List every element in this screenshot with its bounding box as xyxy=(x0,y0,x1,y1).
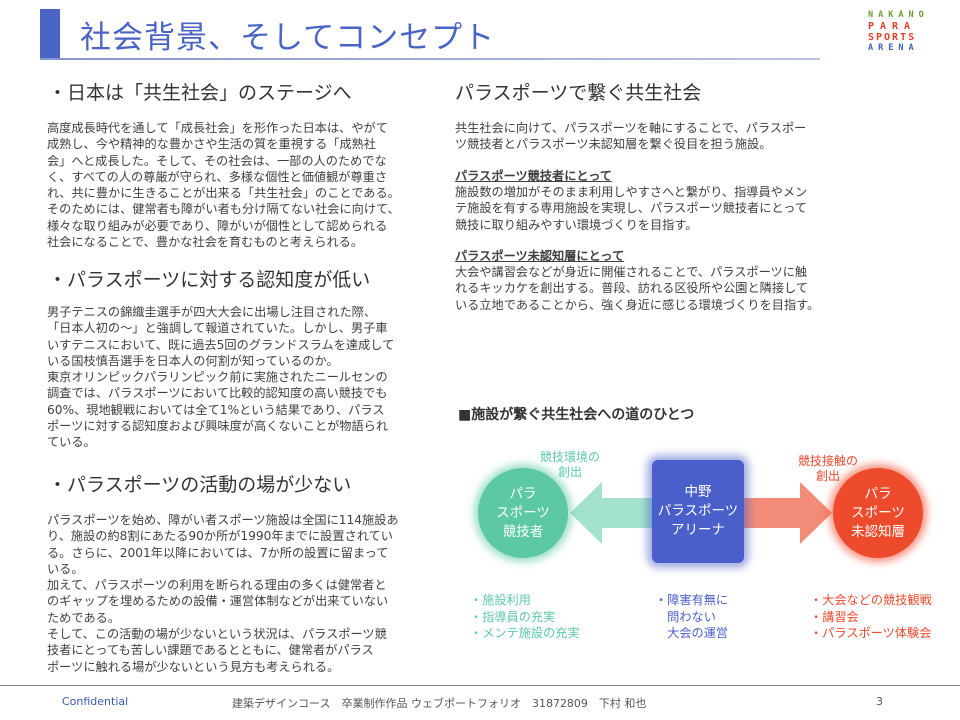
text-line: パラ xyxy=(864,485,892,502)
nakano-para-sports-arena-node: 中野パラスポーツアリーナ xyxy=(652,460,744,563)
text-line: スポーツ xyxy=(496,504,550,521)
text-line: 競技者 xyxy=(502,523,544,540)
text-line: 創出 xyxy=(815,469,840,483)
arena-benefits-list: ・障害有無に 問わない 大会の運営 xyxy=(655,592,728,642)
text-line: ・障害有無に xyxy=(655,593,729,607)
text-line: 社会になることで、豊かな社会を育むものと考えられる。 xyxy=(47,235,364,250)
text-line: ポーツに触れる場が少ないという見方も考えられる。 xyxy=(47,659,340,674)
text-line: ツ競技者とパラスポーツ未認知層を繋ぐ役目を担う施設。 xyxy=(455,137,772,152)
section-body-facilities: パラスポーツを始め、障がい者スポーツ施設は全国に114施設あり、施設の約8割にあ… xyxy=(47,512,399,675)
text-line: パラスポーツを始め、障がい者スポーツ施設は全国に114施設あ xyxy=(47,513,399,527)
right-arrow xyxy=(740,482,832,544)
text-line: 「日本人初の～」と強調して報道されていた。しかし、男子車 xyxy=(47,321,388,336)
section-body-kyosei: 高度成長時代を通して「成長社会」を形作った日本は、やがて成熟し、今や精神的な豊か… xyxy=(47,120,400,250)
text-line: ためである。 xyxy=(47,610,121,625)
text-line: 大会や講習会などが身近に開催されることで、パラスポーツに触 xyxy=(455,265,808,279)
unaware-people-node: パラスポーツ未認知層 xyxy=(833,468,923,558)
text-line: スポーツ xyxy=(851,504,905,521)
text-line: そのためには、健常者も障がい者も分け隔てない社会に向けて、 xyxy=(47,202,400,217)
footer-confidential: Confidential xyxy=(62,695,129,708)
text-line: 技者にとっても苦しい課題であるとともに、健常者がパラス xyxy=(47,643,374,658)
left-arrow-label: 競技環境の創出 xyxy=(530,450,610,480)
concept-sub-athletes-title: パラスポーツ競技者にとって xyxy=(455,169,612,183)
text-line: 60%、現地観戦においては全て1%という結果であり、パラス xyxy=(47,402,385,417)
text-line: れ、共に豊かに生きることが出来る「共生社会」のことである。 xyxy=(47,186,400,201)
text-line: ・指導員の充実 xyxy=(470,609,556,624)
athletes-benefits-list: ・施設利用・指導員の充実・メンテ施設の充実 xyxy=(470,592,580,642)
concept-intro: 共生社会に向けて、パラスポーツを軸にすることで、パラスポーツ競技者とパラスポーツ… xyxy=(455,120,806,153)
text-line: 未認知層 xyxy=(851,523,905,540)
text-line: 男子テニスの錦織圭選手が四大大会に出場し注目された際、 xyxy=(47,305,377,319)
text-line: ・講習会 xyxy=(810,609,859,624)
text-line: のギャップを埋めるための設備・運営体制などが出来ていない xyxy=(47,594,389,609)
text-line: 問わない xyxy=(655,609,716,624)
concept-heading: パラスポーツで繋ぐ共生社会 xyxy=(455,82,702,104)
diagram-title: ■施設が繋ぐ共生社会への道のひとつ xyxy=(458,407,695,423)
section-heading-kyosei: ・日本は「共生社会」のステージへ xyxy=(48,82,352,104)
text-line: 様々な取り組みが必要であり、障がいが個性として認められる xyxy=(47,218,388,233)
section-heading-facilities: ・パラスポーツの活動の場が少ない xyxy=(48,474,352,496)
right-arrow-label: 競技接触の創出 xyxy=(790,454,866,484)
text-line: り、施設の約8割にあたる90か所が1990年までに設置されてい xyxy=(47,529,393,544)
text-line: ポーツに対する認知度および興味度が高くないことが物語られ xyxy=(47,419,389,434)
text-line: ている。 xyxy=(47,435,96,450)
text-line: いる。 xyxy=(47,561,84,576)
text-line: 成熟し、今や精神的な豊かさや生活の質を重視する「成熟社 xyxy=(47,137,377,152)
text-line: ・メンテ施設の充実 xyxy=(470,626,580,640)
text-line: 競技環境の xyxy=(539,450,600,464)
diagram-arrows xyxy=(570,482,832,544)
text-line: テ施設を有する専用施設を実現し、パラスポーツ競技者にとって xyxy=(455,201,807,216)
page-number: 3 xyxy=(876,695,883,708)
text-line: ・大会などの競技観戦 xyxy=(810,593,932,607)
text-line: 共生社会に向けて、パラスポーツを軸にすることで、パラスポー xyxy=(455,121,807,135)
text-line: いすテニスにおいて、既に過去5回のグランドスラムを達成して xyxy=(47,337,395,352)
footer-divider xyxy=(0,685,960,686)
text-line: 加えて、パラスポーツの利用を断られる理由の多くは健常者と xyxy=(47,578,387,593)
concept-sub-unaware-title: パラスポーツ未認知層にとって xyxy=(455,249,625,263)
text-line: れるキッカケを創出する。普段、訪れる区役所や公園と隣接して xyxy=(455,281,809,296)
text-line: く、すべての人の尊厳が守られ、多様な個性と価値観が尊重さ xyxy=(47,169,388,184)
text-line: 創出 xyxy=(557,465,582,479)
text-line: 会」へと成長した。そして、その社会は、一部の人のためでな xyxy=(47,153,387,168)
text-line: 調査では、パラスポーツにおいて比較的認知度の高い競技でも xyxy=(47,386,388,401)
section-body-awareness: 男子テニスの錦織圭選手が四大大会に出場し注目された際、「日本人初の～」と強調して… xyxy=(47,304,394,451)
text-line: パラスポーツ xyxy=(657,503,739,519)
text-line: いる国枝慎吾選手を日本人の何割が知っているのか。 xyxy=(47,353,339,368)
text-line: 競技に取り組みやすい環境づくりを目指す。 xyxy=(455,217,698,232)
section-heading-awareness: ・パラスポーツに対する認知度が低い xyxy=(48,269,371,291)
text-line: ・施設利用 xyxy=(470,593,531,607)
concept-sub-athletes-body: 施設数の増加がそのまま利用しやすさへと繋がり、指導員やメンテ施設を有する専用施設… xyxy=(455,184,807,233)
text-line: アリーナ xyxy=(671,522,725,538)
para-athletes-node: パラスポーツ競技者 xyxy=(478,468,568,558)
text-line: 中野 xyxy=(684,484,712,500)
title-underline xyxy=(40,58,820,60)
text-line: 施設数の増加がそのまま利用しやすさへと繋がり、指導員やメン xyxy=(455,185,808,199)
footer-info: 建築デザインコース 卒業制作作品 ウェブポートフォリオ 31872809 下村 … xyxy=(232,697,647,710)
text-line: いる立地であることから、強く身近に感じる環境づくりを目指す。 xyxy=(455,297,820,312)
title-accent-bar xyxy=(40,9,60,58)
text-line: る。さらに、2001年以降においては、7か所の設置に留まって xyxy=(47,545,389,560)
concept-sub-unaware-body: 大会や講習会などが身近に開催されることで、パラスポーツに触れるキッカケを創出する… xyxy=(455,264,819,313)
text-line: 競技接触の xyxy=(797,454,858,468)
text-line: 高度成長時代を通して「成長社会」を形作った日本は、やがて xyxy=(47,121,388,135)
left-arrow xyxy=(570,482,660,544)
text-line: 大会の運営 xyxy=(655,626,729,640)
unaware-benefits-list: ・大会などの競技観戦・講習会・パラスポーツ体験会 xyxy=(810,592,932,642)
text-line: 東京オリンピックパラリンピック前に実施されたニールセンの xyxy=(47,370,388,385)
text-line: ・パラスポーツ体験会 xyxy=(810,626,932,640)
page-title: 社会背景、そしてコンセプト xyxy=(80,20,496,56)
text-line: パラ xyxy=(509,485,537,502)
text-line: そして、この活動の場が少ないという状況は、パラスポーツ競 xyxy=(47,627,387,642)
